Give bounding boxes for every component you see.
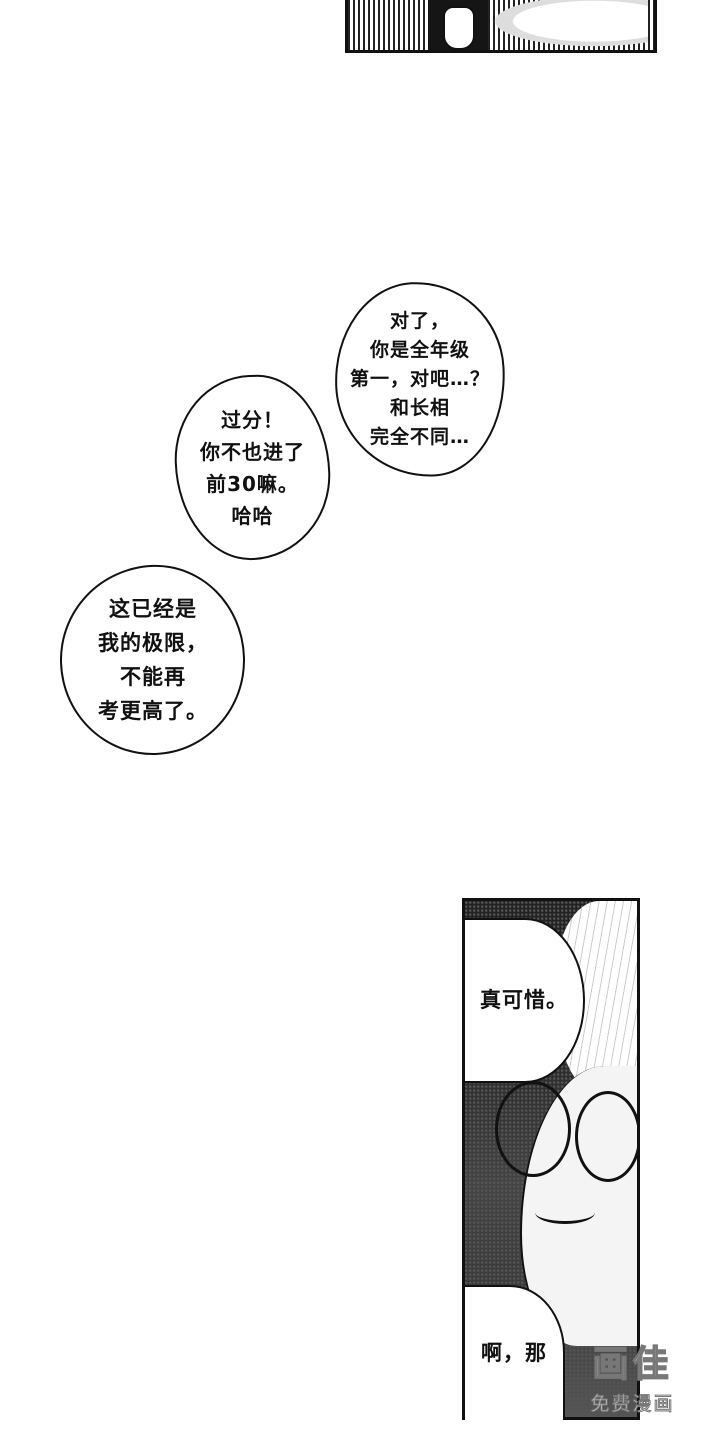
bubble-line: 哈哈 bbox=[231, 503, 274, 528]
bubble-line: 过分！ bbox=[221, 407, 284, 432]
bubble-line: 我的极限， bbox=[97, 631, 208, 655]
bubble-line: 你不也进了 bbox=[200, 439, 305, 464]
glasses-right-lens-art bbox=[575, 1091, 637, 1182]
speech-bubble-4-text: 真可惜。 bbox=[480, 985, 568, 1016]
top-manga-panel bbox=[345, 0, 657, 53]
bubble-line: 和长相 bbox=[389, 397, 450, 420]
speech-bubble-1-text: 对了， 你是全年级 第一，对吧…？ 和长相 完全不同… bbox=[350, 307, 490, 452]
speech-bubble-3: 这已经是 我的极限， 不能再 考更高了。 bbox=[56, 561, 249, 759]
speech-bubble-5-text: 啊，那 bbox=[481, 1338, 547, 1369]
character-hair-art bbox=[468, 0, 648, 50]
bubble-line: 考更高了。 bbox=[97, 699, 208, 723]
bubble-line: 完全不同… bbox=[369, 426, 470, 449]
bubble-line: 这已经是 bbox=[108, 597, 197, 621]
bubble-line: 真可惜。 bbox=[480, 988, 568, 1012]
speech-bubble-4: 真可惜。 bbox=[465, 918, 585, 1083]
speech-bubble-2: 过分！ 你不也进了 前30嘛。 哈哈 bbox=[171, 372, 334, 563]
speech-bubble-1: 对了， 你是全年级 第一，对吧…？ 和长相 完全不同… bbox=[330, 277, 510, 482]
speech-bubble-2-text: 过分！ 你不也进了 前30嘛。 哈哈 bbox=[200, 404, 305, 532]
glasses-left-lens-art bbox=[495, 1081, 571, 1177]
bubble-line: 不能再 bbox=[119, 665, 186, 689]
speech-bubble-5: 啊，那 bbox=[465, 1285, 565, 1420]
bubble-line: 前30嘛。 bbox=[206, 471, 299, 496]
bubble-line: 第一，对吧…？ bbox=[349, 368, 490, 391]
bubble-line: 啊，那 bbox=[481, 1341, 547, 1365]
smile-art bbox=[535, 1201, 595, 1224]
speech-bubble-3-text: 这已经是 我的极限， 不能再 考更高了。 bbox=[98, 592, 208, 728]
bubble-line: 对了， bbox=[389, 310, 450, 333]
bubble-line: 你是全年级 bbox=[369, 339, 471, 362]
